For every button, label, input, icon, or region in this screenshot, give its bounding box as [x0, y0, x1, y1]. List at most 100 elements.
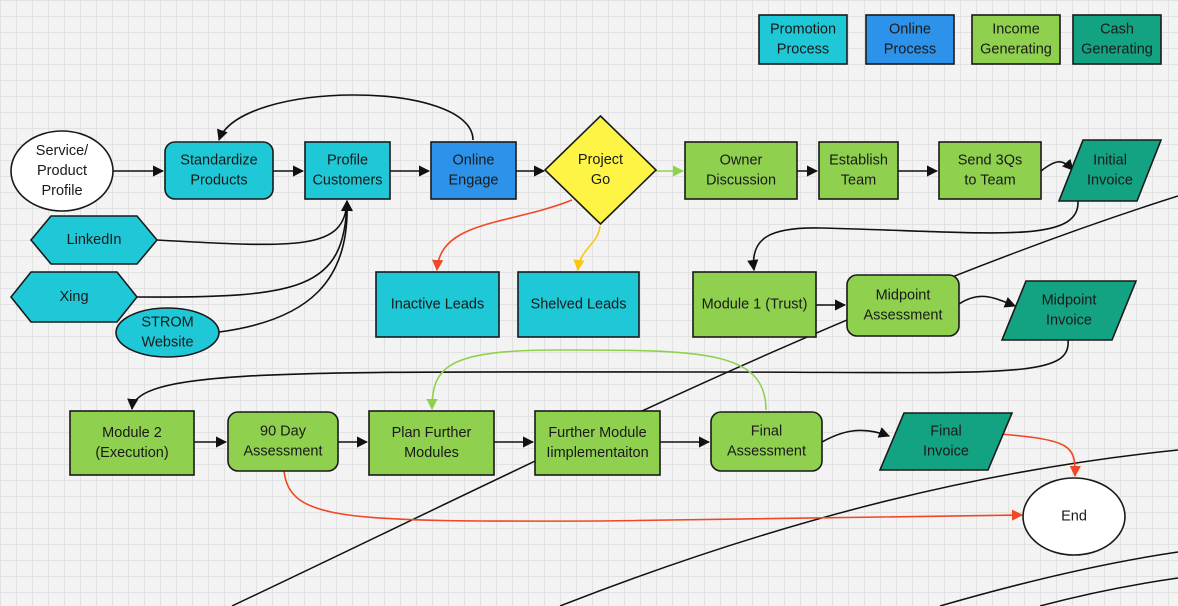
node-shape: [543, 114, 658, 226]
node-inactive-leads[interactable]: Inactive Leads: [375, 271, 500, 338]
node-shape: [29, 215, 159, 265]
node-shape: [375, 271, 500, 338]
node-label-line: Module 1 (Trust): [702, 297, 808, 313]
node-label-line: Online: [453, 153, 495, 169]
node-label-line: Establish: [829, 153, 888, 169]
node-end[interactable]: End: [1022, 477, 1126, 556]
connector-final-to-finalinvoice: [821, 427, 891, 443]
node-shape: [1022, 477, 1126, 556]
legend-swatch: [1072, 14, 1162, 65]
node-label-line: Final: [751, 424, 782, 440]
node-shape: [227, 411, 339, 472]
node-label-line: Website: [141, 335, 193, 351]
node-label-line: Send 3Qs: [958, 153, 1023, 169]
node-label-line: Midpoint: [876, 288, 931, 304]
node-label-line: Profile: [41, 183, 82, 199]
node-label-line: Engage: [449, 173, 499, 189]
node-shape: [818, 141, 899, 200]
node-shape: [10, 130, 114, 212]
stray-curve-3: [939, 551, 1178, 606]
node-xing[interactable]: Xing: [9, 271, 139, 323]
node-shape: [9, 271, 139, 323]
node-label-line: 90 Day: [260, 424, 307, 440]
connector-final-to-plan: [426, 349, 767, 411]
node-label-line: Go: [591, 172, 610, 188]
connector-linkedin-to-profile: [156, 199, 353, 246]
node-label-line: Assessment: [864, 308, 943, 324]
legend-swatch: [865, 14, 955, 65]
node-label-line: Online: [889, 22, 931, 38]
node-shape: [684, 141, 798, 200]
node-label-line: Midpoint: [1042, 293, 1097, 309]
connector-finalinvoice-to-end: [999, 433, 1081, 478]
legend-swatch: [971, 14, 1061, 65]
node-shelved-leads[interactable]: Shelved Leads: [517, 271, 640, 338]
node-linkedin[interactable]: LinkedIn: [29, 215, 159, 265]
legend-swatch: [758, 14, 848, 65]
connector-online-to-standardize: [217, 94, 474, 142]
node-module1[interactable]: Module 1 (Trust): [692, 271, 817, 338]
node-shape: [115, 307, 220, 358]
node-label-line: Final: [930, 424, 961, 440]
node-label-line: Product: [37, 163, 87, 179]
node-label-line: Products: [190, 173, 247, 189]
node-label-line: Standardize: [180, 153, 257, 169]
node-label-line: Process: [777, 42, 829, 58]
stray-curve-1: [231, 195, 1178, 606]
node-label-line: Assessment: [244, 444, 323, 460]
connector-strom-to-profile: [218, 199, 353, 333]
node-label-line: Invoice: [1087, 173, 1133, 189]
node-label-line: Owner: [720, 153, 763, 169]
node-label-line: Inactive Leads: [391, 297, 485, 313]
connector-projectgo-to-inactive: [432, 199, 573, 272]
connector-xing-to-profile: [136, 199, 353, 298]
node-label-line: Project: [578, 152, 623, 168]
node-label-line: LinkedIn: [67, 232, 122, 248]
node-label-line: Invoice: [1046, 313, 1092, 329]
stray-curve-4: [1039, 577, 1178, 606]
node-label-line: Xing: [59, 289, 88, 305]
node-shape: [368, 410, 495, 476]
node-shape: [534, 410, 661, 476]
node-label-line: Team: [841, 173, 876, 189]
node-module2[interactable]: Module 2(Execution): [69, 410, 195, 476]
node-label-line: Discussion: [706, 173, 776, 189]
node-shape: [430, 141, 517, 200]
node-label-line: Module 2: [102, 425, 162, 441]
node-label-line: Customers: [312, 173, 382, 189]
node-shape: [304, 141, 391, 200]
node-label-line: Shelved Leads: [531, 297, 627, 313]
node-label-line: Service/: [36, 143, 89, 159]
stray-curve-2: [559, 449, 1178, 606]
node-label-line: Modules: [404, 445, 459, 461]
node-label-line: Generating: [1081, 42, 1153, 58]
node-label-line: End: [1061, 509, 1087, 525]
connector-invoice-to-module2: [127, 339, 1069, 411]
node-shape: [846, 274, 960, 337]
node-label-line: Process: [884, 42, 936, 58]
